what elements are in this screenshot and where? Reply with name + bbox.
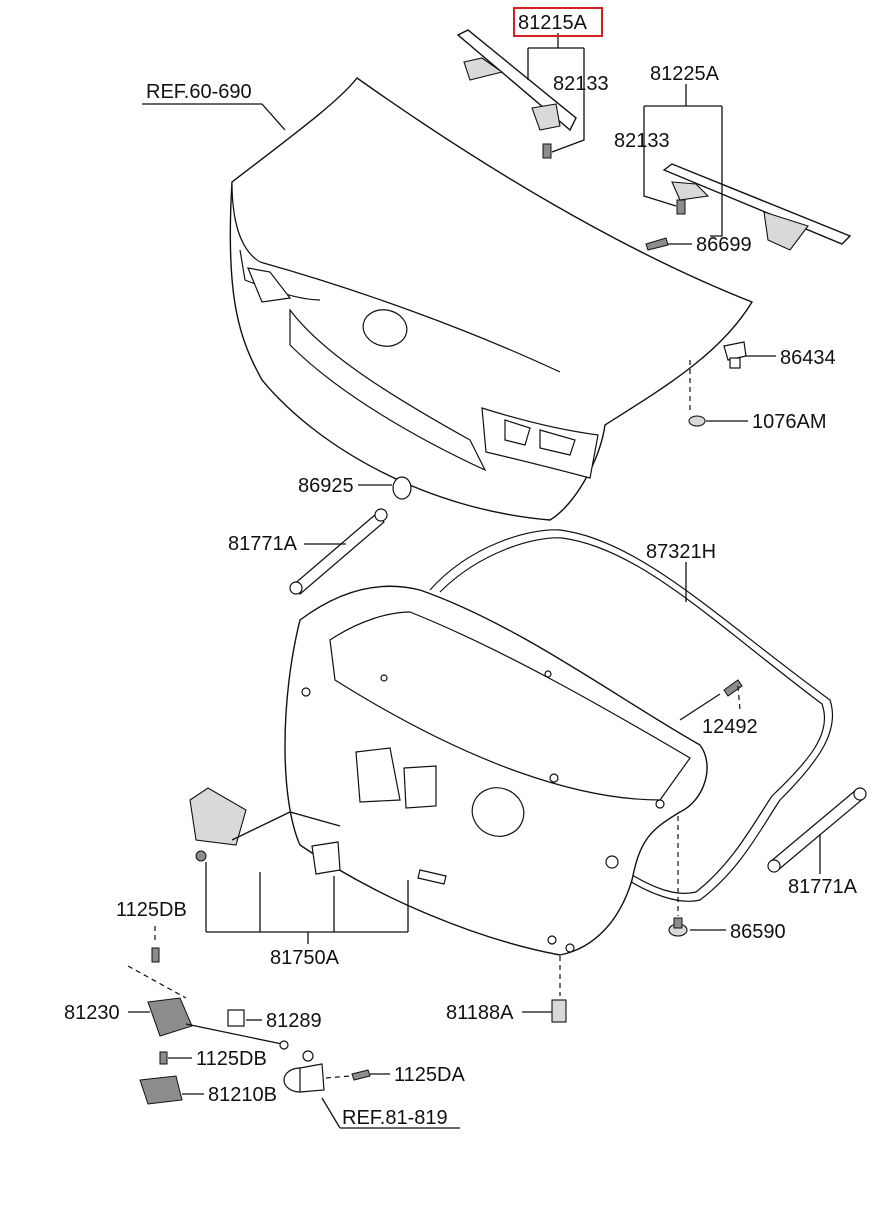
label-ref-81-819[interactable]: REF.81-819 [342,1107,448,1129]
lock-cylinder-drawing [283,1050,325,1093]
bolt-82133-drawing [542,143,686,215]
label-81225A[interactable]: 81225A [650,63,720,85]
label-12492[interactable]: 12492 [702,716,758,738]
trunk-trim-drawing [284,585,708,956]
bolt-1125DA-drawing [351,1069,371,1081]
bolt-1125DB-lower-drawing [159,1051,168,1065]
plug-86925-drawing [392,476,412,500]
label-ref-60-690[interactable]: REF.60-690 [146,81,252,103]
label-86925[interactable]: 86925 [298,475,354,497]
strut-81771A-lower-drawing [767,787,867,873]
label-81750A[interactable]: 81750A [270,947,340,969]
bolt-86699-drawing [645,237,669,251]
hinge-81225A-drawing [662,163,852,251]
label-86699[interactable]: 86699 [696,234,752,256]
label-1076AM[interactable]: 1076AM [752,411,827,433]
bumper-86434-drawing [723,341,747,369]
label-1125DB-lower[interactable]: 1125DB [196,1048,267,1070]
label-81188A[interactable]: 81188A [446,1002,514,1024]
bumper-81188A-drawing [551,999,567,1023]
latch-81230-drawing [147,997,289,1050]
label-87321H[interactable]: 87321H [646,541,716,563]
label-81289[interactable]: 81289 [266,1010,322,1032]
trunk-lid-drawing [229,77,754,521]
label-82133-upper[interactable]: 82133 [553,73,609,95]
label-86590[interactable]: 86590 [730,921,786,943]
striker-81210B-drawing [139,1075,183,1105]
label-86434[interactable]: 86434 [780,347,836,369]
label-81230[interactable]: 81230 [64,1002,120,1024]
hinge-81215A-drawing [456,29,577,132]
bolt-12492-drawing [723,679,743,697]
bolt-1125DB-upper-drawing [151,947,160,963]
label-82133-lower[interactable]: 82133 [614,130,670,152]
label-1125DA[interactable]: 1125DA [394,1064,465,1086]
label-1125DB-upper[interactable]: 1125DB [116,899,187,921]
leader-lines [127,33,821,1129]
clip-81289-drawing [227,1009,245,1027]
strut-81771A-upper-drawing [289,508,388,595]
label-81771A-upper[interactable]: 81771A [228,533,298,555]
trim-covers-drawing [189,787,341,875]
label-81771A-lower[interactable]: 81771A [788,876,858,898]
label-81215A[interactable]: 81215A [518,12,588,34]
highlight-box-81215A [513,7,603,37]
label-81210B[interactable]: 81210B [208,1084,277,1106]
clip-86590-drawing [668,917,688,937]
part-labels: 81215A 82133 81225A 82133 REF.60-690 866… [64,7,858,1129]
grommet-1076AM-drawing [688,415,706,427]
